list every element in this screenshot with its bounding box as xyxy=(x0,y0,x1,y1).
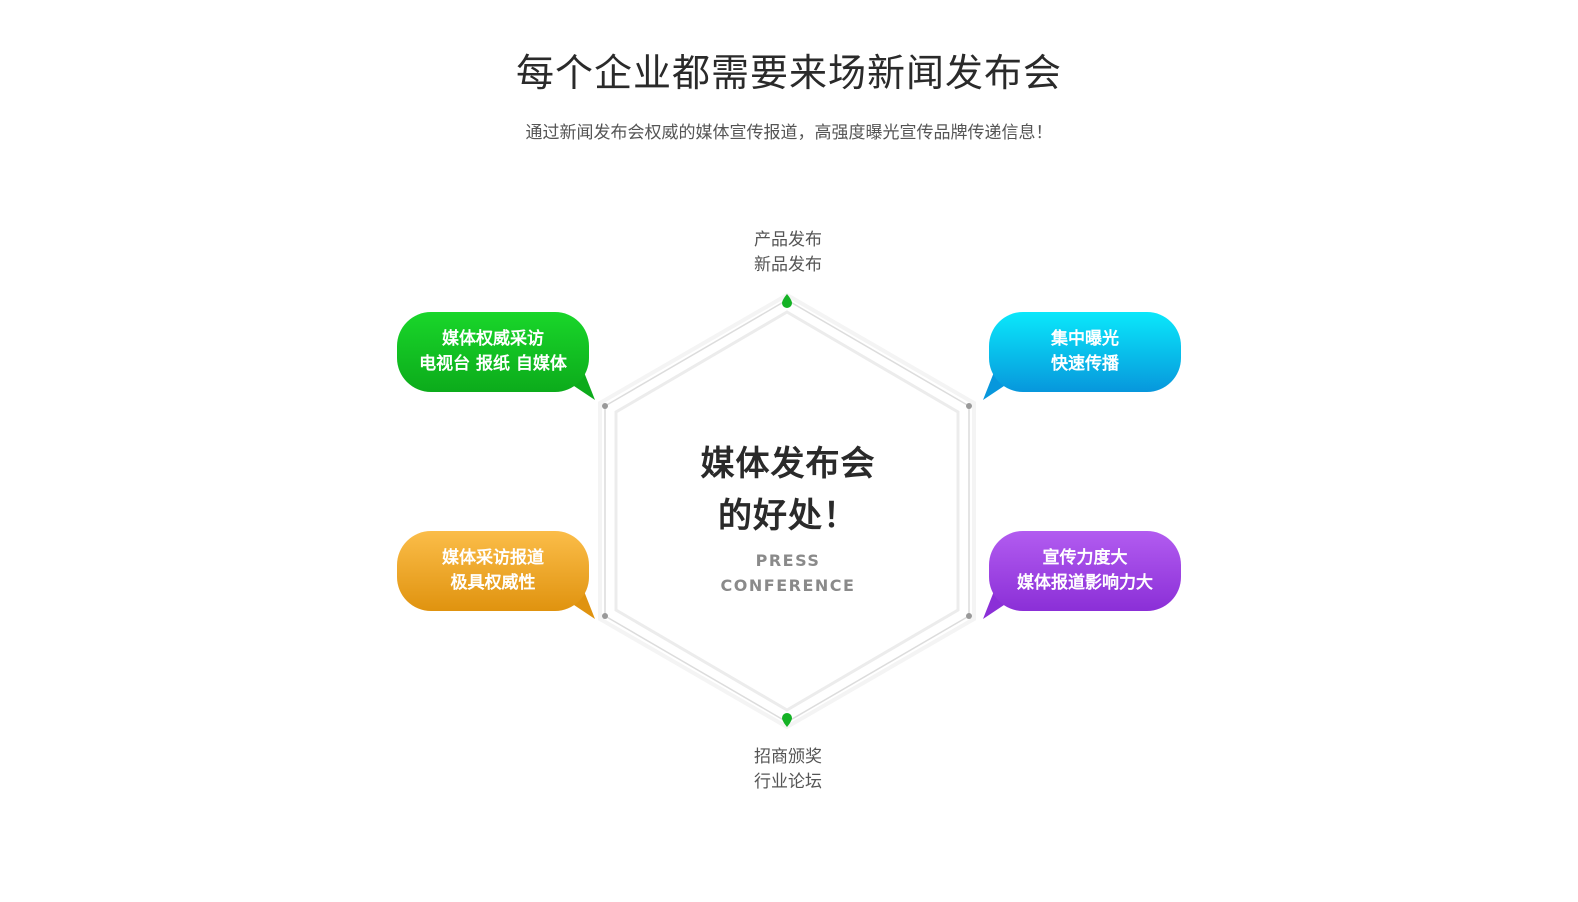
bubble-line2: 媒体报道影响力大 xyxy=(1017,573,1153,593)
bubble-media-report: 媒体采访报道 极具权威性 xyxy=(397,531,589,611)
vertex-dot xyxy=(602,403,608,409)
center-en-line2: CONFERENCE xyxy=(720,576,856,595)
bubble-line1: 集中曝光 xyxy=(1051,329,1119,349)
bubble-line1: 宣传力度大 xyxy=(1042,548,1128,568)
bubble-media-interview: 媒体权威采访 电视台 报纸 自媒体 xyxy=(397,312,589,392)
center-title-line2: 的好处！ xyxy=(718,496,858,536)
bottom-node-line1: 招商颁奖 xyxy=(754,747,822,767)
vertex-dot xyxy=(602,613,608,619)
bubble-exposure: 集中曝光 快速传播 xyxy=(989,312,1181,392)
vertex-dot xyxy=(966,403,972,409)
bottom-node-label: 招商颁奖 行业论坛 xyxy=(688,745,888,795)
page-title: 每个企业都需要来场新闻发布会 xyxy=(515,51,1062,95)
bubble-line2: 电视台 报纸 自媒体 xyxy=(419,354,567,374)
bubble-promotion: 宣传力度大 媒体报道影响力大 xyxy=(989,531,1181,611)
bubble-line1: 媒体采访报道 xyxy=(442,548,544,568)
center-title-line1: 媒体发布会 xyxy=(700,444,876,484)
top-node-line1: 产品发布 xyxy=(754,230,822,250)
leaf-icon xyxy=(782,713,792,727)
vertex-dot xyxy=(966,613,972,619)
bubble-line2: 极具权威性 xyxy=(450,573,536,593)
leaf-icon xyxy=(782,294,792,308)
bottom-node-line2: 行业论坛 xyxy=(754,772,822,792)
bubble-line1: 媒体权威采访 xyxy=(442,329,544,349)
hexagon-inner xyxy=(614,310,960,712)
bubble-line2: 快速传播 xyxy=(1051,354,1119,374)
center-text: 媒体发布会 的好处！ PRESS CONFERENCE xyxy=(638,438,938,598)
top-node-label: 产品发布 新品发布 xyxy=(688,228,888,278)
top-node-line2: 新品发布 xyxy=(754,255,822,275)
page-subtitle: 通过新闻发布会权威的媒体宣传报道，高强度曝光宣传品牌传递信息！ xyxy=(525,123,1053,143)
center-en-line1: PRESS xyxy=(755,551,821,570)
